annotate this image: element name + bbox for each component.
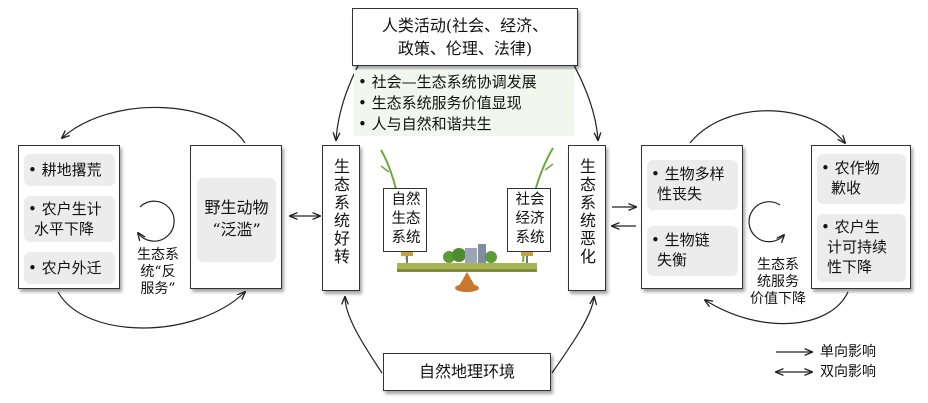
ecosystem-degrade-box: 生态系统恶化 — [568, 145, 606, 291]
right-cycle-line1: 生态系 — [757, 257, 799, 273]
goal-item: • 生态系统服务价值显现 — [358, 94, 522, 112]
ecosystem-degrade-label: 生态系统恶化 — [577, 158, 596, 266]
farmer-migration-item: • 农户外迁 — [24, 252, 115, 284]
natural-ecosystem-box: 自然生态系统 — [383, 188, 427, 252]
natural-ecosystem-label: 自然生态系统 — [391, 192, 421, 246]
fulcrum-icon — [459, 272, 475, 286]
farmer-migration-label: • 农户外迁 — [28, 259, 102, 277]
arrow-left-bottom-arc — [57, 292, 245, 329]
crop-livelihood-box: • 农作物 歉收 • 农户生 计可持续 性下降 — [811, 145, 911, 289]
food-chain-line2: 失衡 — [657, 251, 688, 269]
socioeconomic-system-box: 社会经济系统 — [507, 188, 551, 252]
ecosystem-improve-box: 生态系统好转 — [322, 145, 360, 291]
arrow-right-top-arc — [689, 110, 845, 143]
biodiversity-loss-line1: • 生物多样 — [651, 165, 725, 183]
right-cycle-label: 生态系 统服务 价值下降 — [738, 257, 818, 308]
left-cycle-label: 生态系 统“反 服务” — [128, 247, 188, 298]
wildlife-flood-item: 野生动物 “泛滥” — [197, 178, 276, 262]
crop-failure-line2: 歉收 — [831, 179, 862, 197]
human-activity-box: 人类活动(社会、经济、 政策、伦理、法律) — [352, 8, 578, 66]
farmland-abandon-label: • 耕地撂荒 — [28, 161, 102, 179]
right-cycle-line2: 统服务 — [757, 274, 799, 290]
ecosystem-improve-label: 生态系统好转 — [331, 158, 350, 266]
wildlife-box: 野生动物 “泛滥” — [190, 145, 282, 289]
crop-failure-item: • 农作物 歉收 — [817, 154, 906, 204]
wildlife-line2: “泛滥” — [212, 220, 261, 239]
livelihood-sustainability-line2: 计可持续 — [827, 238, 888, 256]
seesaw-beam-icon — [397, 263, 537, 269]
village-icon — [443, 244, 497, 263]
human-activity-line2: 政策、伦理、法律) — [397, 39, 533, 58]
goal-item: • 社会—生态系统协调发展 — [358, 73, 537, 91]
biodiversity-box: • 生物多样 性丧失 • 生物链 失衡 — [641, 145, 743, 289]
right-cycle-line3: 价值下降 — [750, 291, 806, 307]
livelihood-sustainability-item: • 农户生 计可持续 性下降 — [817, 214, 906, 282]
natural-geography-box: 自然地理环境 — [383, 353, 551, 391]
biodiversity-loss-line2: 性丧失 — [657, 185, 703, 203]
legend-single-label: 单向影响 — [820, 344, 876, 360]
legend-double-label: 双向影响 — [820, 364, 876, 380]
food-chain-item: • 生物链 失衡 — [647, 226, 738, 276]
socioeconomic-system-label: 社会经济系统 — [515, 192, 545, 246]
arrow-bottom-to-improve — [345, 297, 383, 374]
left-cycle-arrow — [138, 200, 175, 242]
livelihood-sustainability-line1: • 农户生 — [821, 218, 880, 236]
livelihood-decline-line1: • 农户生计 — [28, 200, 102, 218]
left-cycle-line2: 统“反 — [140, 264, 176, 280]
livelihood-decline-line2: 水平下降 — [34, 220, 95, 238]
arrow-right-bottom-arc — [705, 291, 849, 325]
arrow-bottom-to-degrade — [551, 297, 594, 374]
right-cycle-arrow — [748, 201, 784, 242]
arrow-left-top-arc — [62, 106, 246, 144]
goal-item: • 人与自然和谐共生 — [358, 115, 492, 133]
livelihood-decline-item: • 农户生计 水平下降 — [24, 196, 115, 242]
farmland-abandon-item: • 耕地撂荒 — [24, 154, 115, 186]
human-activity-line1: 人类活动(社会、经济、 — [381, 16, 549, 35]
left-cycle-line1: 生态系 — [137, 247, 179, 263]
wildlife-line1: 野生动物 — [204, 198, 269, 217]
left-cycle-line3: 服务” — [140, 281, 176, 297]
crop-failure-line1: • 农作物 — [821, 159, 880, 177]
food-chain-line1: • 生物链 — [651, 231, 710, 249]
livelihood-sustainability-line3: 性下降 — [827, 258, 873, 276]
left-impact-box: • 耕地撂荒 • 农户生计 水平下降 • 农户外迁 — [18, 145, 120, 289]
goals-panel: • 社会—生态系统协调发展 • 生态系统服务价值显现 • 人与自然和谐共生 — [354, 70, 574, 136]
biodiversity-loss-item: • 生物多样 性丧失 — [647, 160, 738, 210]
natural-geography-label: 自然地理环境 — [418, 362, 515, 381]
